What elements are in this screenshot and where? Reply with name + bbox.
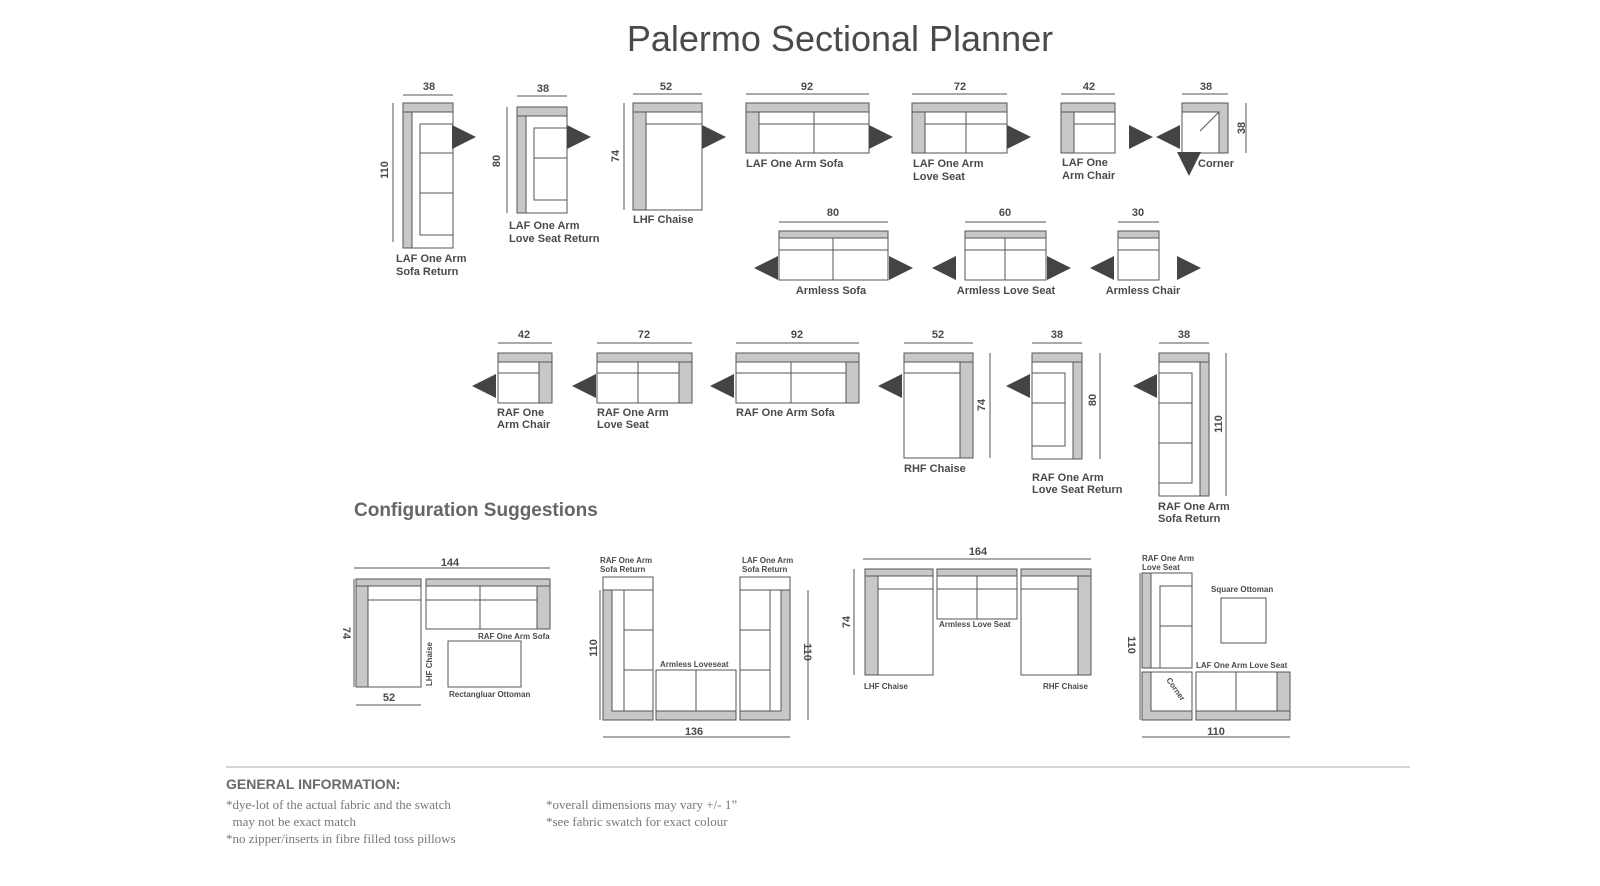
c4-height: 110 — [1125, 636, 1137, 654]
c4-width: 110 — [1207, 726, 1225, 738]
c4-ottoman: Square Ottoman — [1211, 585, 1273, 594]
laf-sofa-piece — [745, 93, 893, 154]
c3-width: 164 — [969, 546, 988, 558]
label-armless-love: Armless Love Seat — [957, 285, 1056, 297]
c1-height: 74 — [340, 627, 352, 640]
c4-love: LAF One Arm Love Seat — [1196, 661, 1288, 670]
label-laf-love-1: LAF One Arm — [913, 158, 984, 170]
dim-lhf-chaise-h: 74 — [610, 149, 622, 162]
rhf-chaise-piece — [878, 342, 991, 459]
label-raf-love-return-2: Love Seat Return — [1032, 484, 1123, 496]
label-raf-love-1: RAF One Arm — [597, 407, 669, 419]
general-info-col2: *overall dimensions may vary +/- 1” *see… — [546, 797, 738, 829]
armless-sofa-piece — [754, 221, 913, 281]
corner-piece — [1156, 93, 1247, 176]
label-laf-love-return-1: LAF One Arm — [509, 220, 580, 232]
dim-raf-love-return-h: 80 — [1087, 394, 1099, 406]
label-laf-chair-1: LAF One — [1062, 157, 1108, 169]
c3-left: LHF Chaise — [864, 682, 909, 691]
label-armless-sofa: Armless Sofa — [796, 285, 867, 297]
dim-laf-love-w: 72 — [954, 81, 966, 93]
armless-loveseat-piece — [932, 221, 1071, 281]
config-chaise-sofa — [353, 567, 551, 706]
label-laf-love-2: Love Seat — [913, 171, 965, 183]
c1-bottom: 52 — [383, 692, 395, 704]
dim-laf-sofa-w: 92 — [801, 81, 813, 93]
dim-rhf-chaise-h: 74 — [976, 398, 988, 411]
c2-right-h: 110 — [801, 643, 813, 661]
c2-middle: Armless Loveseat — [660, 660, 729, 669]
c1-raf-sofa: RAF One Arm Sofa — [478, 632, 550, 641]
c2-top-right-1: LAF One Arm — [742, 556, 793, 565]
dim-laf-sofa-return-w: 38 — [423, 81, 435, 93]
c3-right: RHF Chaise — [1043, 682, 1088, 691]
dim-armless-chair-w: 30 — [1132, 207, 1144, 219]
label-raf-chair-1: RAF One — [497, 407, 544, 419]
dim-raf-sofa-return-w: 38 — [1178, 329, 1190, 341]
label-raf-chair-2: Arm Chair — [497, 419, 551, 431]
dim-raf-sofa-w: 92 — [791, 329, 803, 341]
label-laf-sofa: LAF One Arm Sofa — [746, 158, 844, 170]
c1-width: 144 — [441, 557, 460, 569]
raf-loveseat-return-piece — [1006, 342, 1101, 460]
c2-top-left-1: RAF One Arm — [600, 556, 652, 565]
c4-top-2: Love Seat — [1142, 563, 1180, 572]
c2-left-h: 110 — [588, 639, 600, 657]
c4-corner: Corner — [1164, 676, 1186, 703]
armless-chair-piece — [1090, 221, 1201, 281]
raf-loveseat-piece — [572, 342, 693, 404]
c2-top-left-2: Sofa Return — [600, 565, 645, 574]
c1-lhf: LHF Chaise — [425, 641, 434, 686]
config-double-chaise — [853, 558, 1092, 676]
raf-chair-piece — [472, 342, 553, 404]
label-raf-sofa-return-1: RAF One Arm — [1158, 501, 1230, 513]
label-raf-love-2: Love Seat — [597, 419, 649, 431]
c3-middle: Armless Love Seat — [939, 620, 1011, 629]
label-laf-love-return-2: Love Seat Return — [509, 233, 600, 245]
dim-corner-w: 38 — [1200, 81, 1212, 93]
label-raf-love-return-1: RAF One Arm — [1032, 472, 1104, 484]
raf-sofa-return-piece — [1133, 342, 1227, 497]
dim-raf-love-w: 72 — [638, 329, 650, 341]
dim-rhf-chaise-w: 52 — [932, 329, 944, 341]
c2-top-right-2: Sofa Return — [742, 565, 787, 574]
label-laf-chair-2: Arm Chair — [1062, 170, 1116, 182]
c2-width: 136 — [685, 726, 703, 738]
config-heading: Configuration Suggestions — [354, 500, 598, 521]
label-lhf-chaise: LHF Chaise — [633, 214, 694, 226]
dim-raf-sofa-return-h: 110 — [1213, 415, 1225, 433]
dim-laf-chair-w: 42 — [1083, 81, 1095, 93]
dim-laf-love-return-h: 80 — [491, 155, 503, 167]
page-title: Palermo Sectional Planner — [626, 18, 1054, 59]
dim-corner-h: 38 — [1236, 122, 1248, 134]
config-corner-l — [1139, 572, 1291, 738]
general-info-col1: *dye-lot of the actual fabric and the sw… — [226, 797, 456, 846]
dim-lhf-chaise-w: 52 — [660, 81, 672, 93]
dim-armless-love-w: 60 — [999, 207, 1011, 219]
label-raf-sofa-return-2: Sofa Return — [1158, 513, 1221, 525]
laf-chair-piece — [1060, 93, 1153, 154]
laf-loveseat-piece — [911, 93, 1031, 154]
c3-height: 74 — [841, 615, 853, 628]
label-laf-sofa-return-2: Sofa Return — [396, 266, 459, 278]
c1-ottoman: Rectangluar Ottoman — [449, 690, 530, 699]
label-rhf-chaise: RHF Chaise — [904, 463, 966, 475]
lhf-chaise-piece — [623, 93, 726, 211]
dim-raf-love-return-w: 38 — [1051, 329, 1063, 341]
dim-laf-love-return-w: 38 — [537, 83, 549, 95]
c4-top-1: RAF One Arm — [1142, 554, 1194, 563]
label-raf-sofa: RAF One Arm Sofa — [736, 407, 835, 419]
general-info-heading: GENERAL INFORMATION: — [226, 776, 401, 792]
dim-armless-sofa-w: 80 — [827, 207, 839, 219]
label-corner: Corner — [1198, 158, 1235, 170]
label-laf-sofa-return-1: LAF One Arm — [396, 253, 467, 265]
raf-sofa-piece — [710, 342, 860, 404]
laf-loveseat-return-piece — [506, 95, 591, 214]
label-armless-chair: Armless Chair — [1106, 285, 1181, 297]
laf-sofa-return-piece — [392, 94, 476, 249]
config-u-shape — [599, 576, 809, 738]
dim-raf-chair-w: 42 — [518, 329, 530, 341]
dim-laf-sofa-return-h: 110 — [379, 161, 391, 179]
